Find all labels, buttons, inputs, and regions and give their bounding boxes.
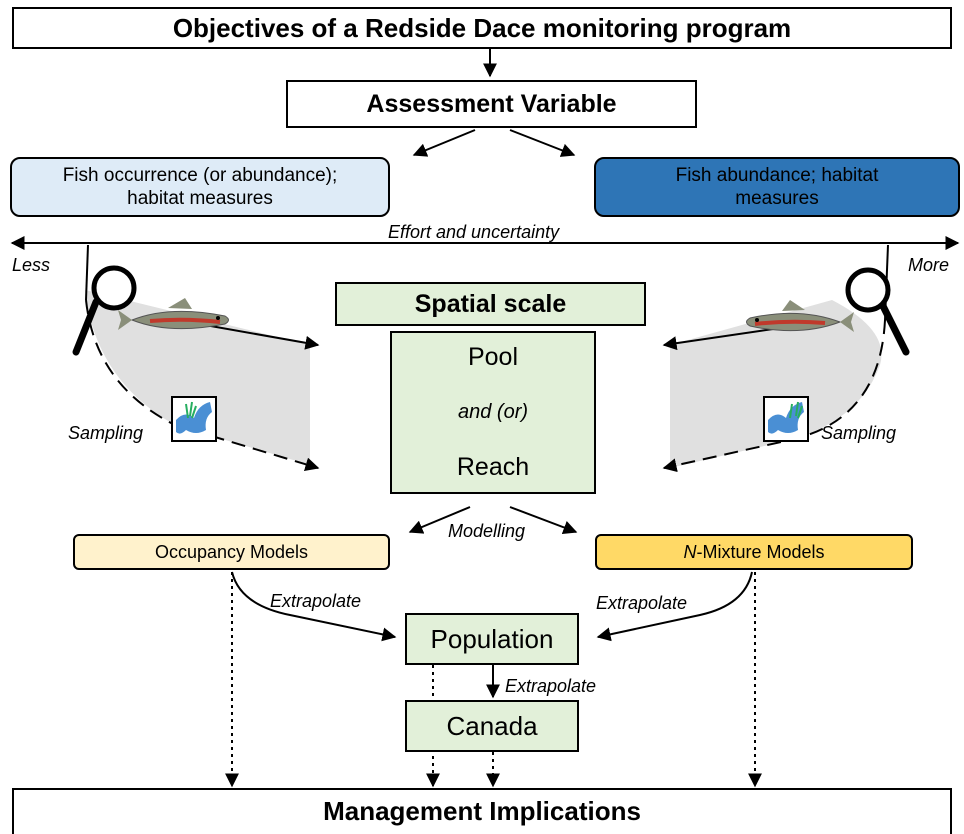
arrow-assessment-to-left [412,129,476,157]
arrow-assessment-to-right [509,129,576,157]
magnifier-icon [72,265,137,356]
extrapolate-label-right: Extrapolate [596,593,688,613]
n-mixture-models-label: N-Mixture Models [683,541,825,562]
occupancy-models-box: Occupancy Models [73,534,390,570]
arrow-occupancy-to-population [231,571,397,642]
stream-habitat-icon [763,396,809,442]
arrow-scale-to-occupancy [408,506,471,534]
extrapolate-label-left: Extrapolate [270,591,362,611]
page-title: Objectives of a Redside Dace monitoring … [172,12,792,43]
right-variable-label: Fish abundance; habitat measures [675,165,879,209]
canada-box: Canada [405,700,579,752]
redside-dace-fish-icon [746,300,854,332]
modelling-label: Modelling [448,521,526,541]
redside-dace-fish-icon [118,298,229,330]
n-mixture-models-box: N-Mixture Models [595,534,913,570]
pool-label: Pool [467,343,519,371]
left-fish-arrow [204,324,320,350]
left-variable-label: Fish occurrence (or abundance); habitat … [62,165,338,209]
spatial-scale-title: Spatial scale [414,289,567,318]
sampling-label-left: Sampling [68,423,144,443]
management-label: Management Implications [323,796,641,826]
effort-low-label: Less [12,255,51,275]
stream-habitat-icon [171,396,217,442]
spatial-scale-box: Spatial scale [335,282,646,326]
effort-axis-label: Effort and uncertainty [388,222,560,242]
arrow-nmixture-to-population [596,571,753,642]
population-box: Population [405,613,579,665]
left-region-boundary [85,244,89,301]
sampling-label-right: Sampling [821,423,897,443]
title-box: Objectives of a Redside Dace monitoring … [12,7,952,49]
left-variable-box: Fish occurrence (or abundance); habitat … [10,157,390,217]
occupancy-models-label: Occupancy Models [154,541,309,562]
canada-label: Canada [446,710,538,741]
management-box: Management Implications [12,788,952,834]
magnifier-icon [845,267,910,356]
effort-high-label: More [908,255,950,275]
and-or-label: and (or) [457,401,529,423]
reach-label: Reach [456,453,530,481]
assessment-variable-box: Assessment Variable [286,80,697,128]
right-fish-arrow [662,327,781,351]
right-sampling-region [670,300,882,468]
right-variable-box: Fish abundance; habitat measures [594,157,960,217]
assessment-variable-label: Assessment Variable [366,89,617,118]
arrow-scale-to-nmixture [509,506,578,535]
population-label: Population [430,623,554,654]
extrapolate-label-center: Extrapolate [505,676,597,696]
pool-reach-box: Pool and (or) Reach [390,331,596,494]
